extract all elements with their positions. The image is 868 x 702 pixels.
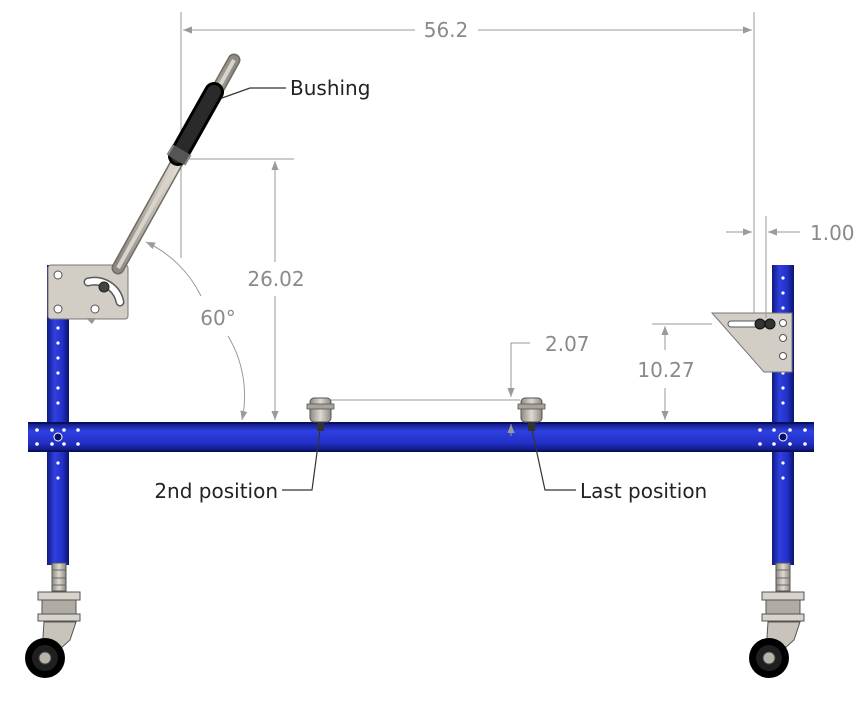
handle (111, 53, 241, 275)
right-post (772, 265, 794, 565)
callout-bushing: Bushing (221, 76, 370, 100)
bracket-height-value: 10.27 (637, 358, 694, 382)
left-post (47, 265, 69, 565)
position-block-last (517, 397, 546, 431)
horizontal-beam (28, 422, 814, 452)
callout-second-position: 2nd position (154, 429, 321, 503)
right-bracket-plate (710, 312, 793, 373)
second-position-label: 2nd position (154, 479, 278, 503)
overall-width-value: 56.2 (424, 18, 469, 42)
handle-height-value: 26.02 (247, 267, 304, 291)
callout-last-position: Last position (531, 429, 707, 503)
dimension-bracket-height: 10.27 (637, 323, 712, 420)
last-position-label: Last position (580, 479, 707, 503)
left-caster (25, 562, 81, 678)
dimension-handle-angle: 60° (145, 241, 248, 421)
dimension-handle-height: 26.02 (188, 158, 305, 420)
right-offset-value: 1.00 (810, 221, 855, 245)
dimension-position-gap: 2.07 (331, 332, 590, 436)
handle-angle-value: 60° (200, 306, 235, 330)
right-caster (749, 562, 805, 678)
bushing-label: Bushing (290, 76, 370, 100)
position-gap-value: 2.07 (545, 332, 590, 356)
position-block-second (306, 397, 335, 431)
dimension-right-offset: 1.00 (726, 216, 855, 318)
left-bracket-plate (47, 264, 129, 324)
dimension-overall-width: 56.2 (180, 12, 755, 316)
